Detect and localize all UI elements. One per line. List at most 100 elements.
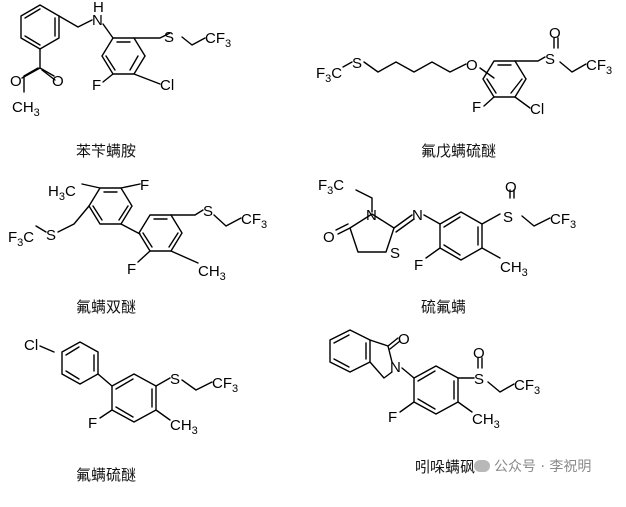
- pentyl-chain: [363, 61, 467, 73]
- benzene-ring-2: [482, 60, 527, 98]
- ester-bonds: [23, 48, 55, 93]
- cf3-s-bond: [342, 61, 353, 68]
- atom-o: O: [466, 57, 478, 74]
- compound-name-6: 吲哚螨砜: [415, 458, 476, 476]
- atom-f: F: [414, 257, 423, 274]
- atom-ch3: CH3: [500, 259, 528, 279]
- atom-f3c: F3C: [8, 229, 34, 249]
- sulfinyl-bond: [481, 213, 501, 225]
- structure-3: [35, 183, 242, 264]
- benzene-ring-6a: [329, 329, 371, 373]
- ring-double-bonds: [333, 334, 367, 368]
- structure-2: [342, 37, 587, 109]
- atom-cl: Cl: [24, 337, 38, 354]
- atom-h3c: H3C: [48, 183, 76, 203]
- methyl-bond: [457, 401, 473, 413]
- atom-s: S: [545, 51, 555, 68]
- ethyl-bond: [213, 214, 242, 227]
- atom-cf3: CF3: [586, 57, 612, 77]
- thio-bond: [170, 209, 204, 216]
- atom-s: S: [203, 203, 213, 220]
- fluoro-bond: [137, 250, 151, 263]
- atom-f: F: [88, 415, 97, 432]
- atom-cf3: CF3: [550, 211, 576, 231]
- atom-n-imine: N: [412, 207, 423, 224]
- atom-h: H: [93, 0, 104, 16]
- imine-double: [393, 214, 415, 233]
- methyl-bond: [170, 250, 199, 264]
- thiazolidinone-ring: [349, 213, 395, 253]
- atom-cf3: CF3: [241, 211, 267, 231]
- carbonyl-double: [335, 223, 351, 235]
- fluoro-bond: [483, 96, 495, 107]
- ring-double-bonds: [142, 218, 179, 248]
- chloro-bond: [39, 345, 55, 353]
- ring-double-bonds: [105, 41, 139, 71]
- compound-name-4: 硫氟螨: [421, 298, 467, 316]
- atom-s: S: [503, 209, 513, 226]
- thio-bond: [57, 205, 90, 233]
- so-double: [477, 357, 483, 369]
- benzene-ring-3a: [88, 187, 133, 225]
- atom-s-ring: S: [390, 245, 400, 262]
- watermark: 公众号 · 李祝明: [474, 456, 591, 476]
- fluoro-bond: [425, 247, 441, 259]
- benzene-ring-3b: [138, 214, 183, 252]
- structure-6: [329, 329, 515, 415]
- ethyl-bond: [559, 61, 587, 73]
- atom-s: S: [46, 227, 56, 244]
- n-aryl-bond: [102, 23, 114, 39]
- atom-f: F: [472, 99, 481, 116]
- chloro-bond: [514, 96, 531, 109]
- atom-n: N: [92, 12, 103, 29]
- atom-cl: Cl: [530, 101, 544, 118]
- atom-ch3: CH3: [472, 411, 500, 431]
- atom-f: F: [92, 77, 101, 94]
- atom-o: O: [398, 331, 410, 348]
- atom-f: F: [127, 261, 136, 278]
- atom-ch3: CH3: [12, 99, 40, 119]
- ethyl-bond: [181, 36, 206, 46]
- atom-f3c: F3C: [318, 177, 344, 197]
- sulfinyl-bond: [514, 56, 546, 62]
- atom-s: S: [170, 371, 180, 388]
- ester-o-bond: [21, 67, 41, 79]
- atom-o: O: [323, 229, 335, 246]
- fluoro-bond: [120, 183, 141, 189]
- benzene-ring-4: [439, 211, 483, 261]
- ring-double-bonds: [417, 370, 455, 410]
- atom-o-ester: O: [10, 73, 22, 90]
- structure-5: [39, 341, 213, 423]
- benzene-ring-5a: [61, 341, 99, 385]
- atom-n: N: [366, 207, 377, 224]
- atom-o-sulfinyl: O: [473, 345, 485, 362]
- ethyl-bond: [487, 381, 515, 393]
- fluoro-bond: [102, 73, 114, 83]
- ethyl-bond: [521, 215, 551, 227]
- benzene-ring-6b: [413, 365, 459, 415]
- compound-name-5: 氟螨硫醚: [76, 466, 137, 484]
- thio-bond: [133, 32, 171, 39]
- methyl-bond: [81, 183, 101, 189]
- ethyl-bond: [181, 379, 213, 391]
- biaryl-bond: [97, 373, 113, 387]
- atom-s: S: [474, 371, 484, 388]
- compound-name-2: 氟戊螨硫醚: [421, 142, 497, 160]
- ring-double-bonds: [92, 191, 129, 221]
- atom-f: F: [388, 409, 397, 426]
- benzene-ring-5b: [111, 373, 157, 423]
- benzyl-bond: [58, 15, 93, 28]
- carbonyl-double: [387, 337, 401, 350]
- ethyl-bond: [35, 225, 47, 233]
- atom-n: N: [390, 359, 401, 376]
- atom-s: S: [164, 29, 174, 46]
- atom-s: S: [352, 55, 362, 72]
- atom-cl: Cl: [160, 77, 174, 94]
- atom-cf3: CF3: [205, 30, 231, 50]
- atom-o-sulfinyl: O: [505, 179, 517, 196]
- wechat-icon: [474, 460, 490, 472]
- thio-bond: [155, 377, 171, 387]
- ring-double-bonds: [486, 64, 523, 94]
- compound-name-3: 氟螨双醚: [76, 298, 137, 316]
